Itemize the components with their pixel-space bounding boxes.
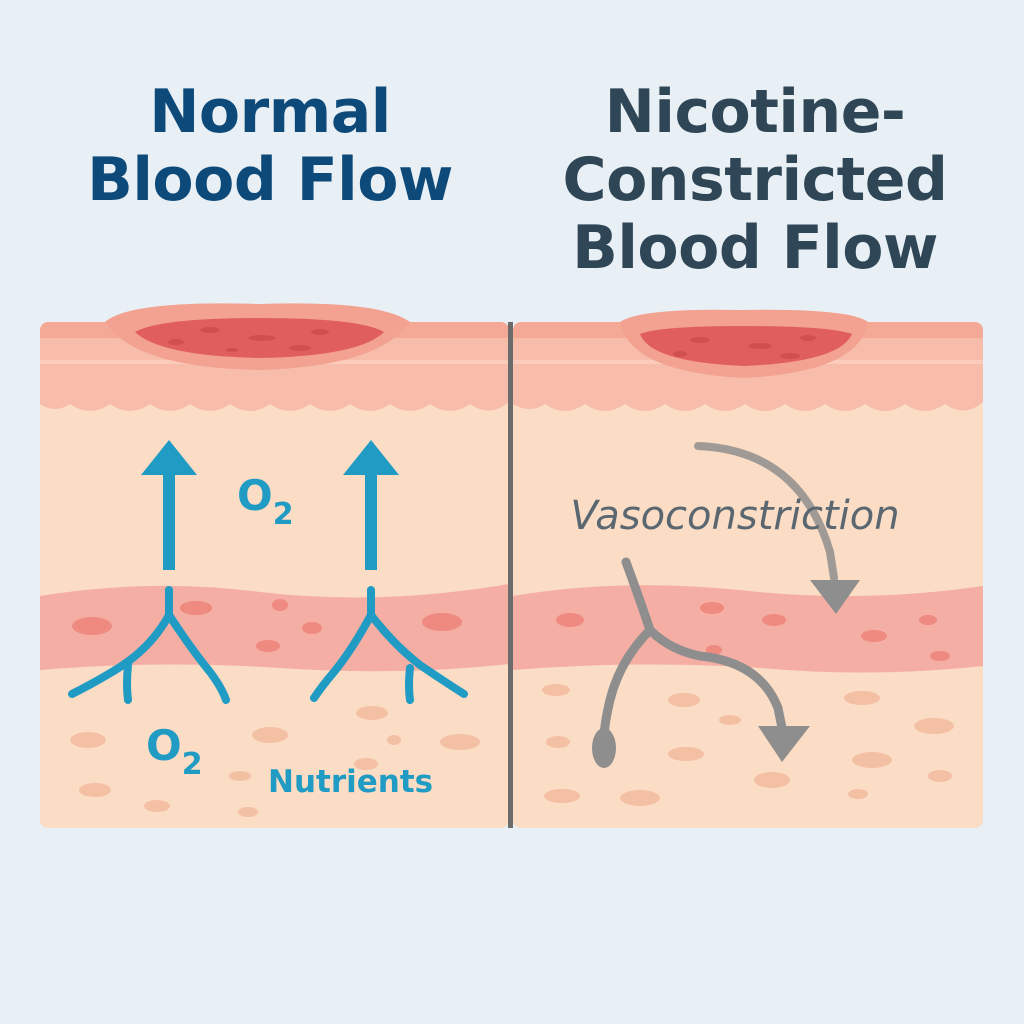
oxygen-arrow-right <box>343 440 399 570</box>
wound-right <box>620 309 868 378</box>
vessel-layer <box>40 584 509 672</box>
arrow-up-icon <box>343 440 399 475</box>
arrow-up-icon <box>141 440 197 475</box>
constricted-title-line-1: Nicotine- <box>604 77 906 147</box>
panel-divider <box>508 322 513 828</box>
constricted-title-line-3: Blood Flow <box>572 213 938 283</box>
wound-left <box>105 303 410 370</box>
oxygen-label-upper: O2 <box>237 471 294 532</box>
constricted-blood-flow-title: Nicotine- Constricted Blood Flow <box>520 78 990 282</box>
arrow-head-icon <box>810 580 860 614</box>
dermis-cells <box>70 706 480 817</box>
blood-cells <box>556 602 950 661</box>
nutrients-label: Nutrients <box>268 764 433 800</box>
capillary-left <box>68 586 230 704</box>
normal-blood-flow-title: Normal Blood Flow <box>40 78 500 214</box>
normal-skin-panel <box>40 322 509 828</box>
vessel-layer <box>513 585 983 673</box>
curved-arrow-down-icon <box>694 442 838 582</box>
oxygen-arrow-left <box>141 440 197 570</box>
blood-cells <box>72 599 462 652</box>
oxygen-label-lower: O2 <box>146 721 203 782</box>
dermis-cells <box>542 684 954 806</box>
capillary-right <box>310 586 468 704</box>
normal-title-line-1: Normal <box>149 77 391 147</box>
vasoconstriction-label: Vasoconstriction <box>570 493 899 539</box>
constricted-skin-panel <box>513 322 983 828</box>
arrow-head-icon <box>758 726 810 762</box>
vessel-end-bulb <box>592 728 616 768</box>
normal-title-line-2: Blood Flow <box>87 145 453 215</box>
constricted-title-line-2: Constricted <box>562 145 948 215</box>
